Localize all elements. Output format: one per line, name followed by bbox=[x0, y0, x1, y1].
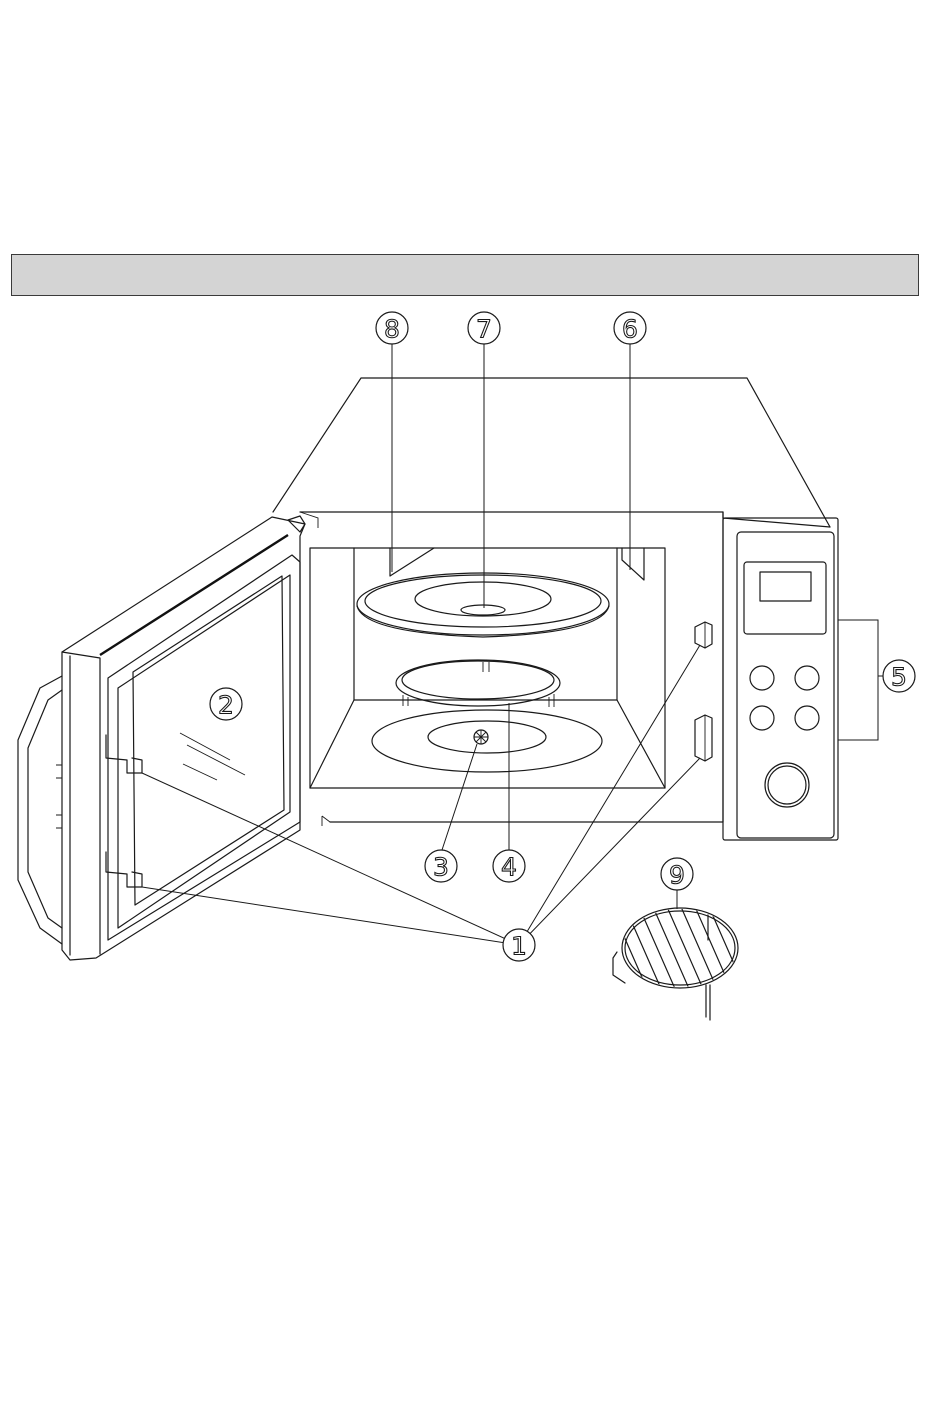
oven-cavity bbox=[310, 548, 665, 788]
glass-tray bbox=[357, 573, 609, 637]
door-lock-slots bbox=[695, 622, 712, 761]
callout-number: 4 bbox=[501, 853, 517, 882]
display-screen bbox=[760, 572, 811, 601]
callout-6: 6 bbox=[614, 312, 646, 344]
oven-door bbox=[18, 516, 305, 960]
control-panel bbox=[723, 512, 838, 840]
control-button bbox=[750, 666, 774, 690]
callout-number: 8 bbox=[384, 315, 400, 344]
turntable-shaft bbox=[474, 730, 488, 744]
microwave-body bbox=[273, 378, 830, 826]
callout-number: 7 bbox=[476, 315, 492, 344]
callout-7: 7 bbox=[468, 312, 500, 344]
display-window bbox=[744, 562, 826, 634]
control-button bbox=[795, 706, 819, 730]
callout-9: 9 bbox=[661, 858, 693, 890]
callout-4: 4 bbox=[493, 850, 525, 882]
control-button bbox=[750, 706, 774, 730]
callout-number: 5 bbox=[891, 663, 907, 692]
callout-number: 1 bbox=[511, 932, 527, 961]
callout-2: 2 bbox=[210, 688, 242, 720]
control-dial bbox=[765, 763, 809, 807]
control-button bbox=[795, 666, 819, 690]
callout-number: 6 bbox=[622, 315, 638, 344]
callout-5: 5 bbox=[883, 660, 915, 692]
control-dial-inner bbox=[768, 766, 806, 804]
callout-3: 3 bbox=[425, 850, 457, 882]
grill-rack bbox=[608, 900, 764, 1020]
callout-1: 1 bbox=[503, 929, 535, 961]
callout-number: 3 bbox=[433, 853, 449, 882]
callout-8: 8 bbox=[376, 312, 408, 344]
callout-number: 2 bbox=[218, 691, 234, 720]
callout-number: 9 bbox=[669, 861, 685, 890]
